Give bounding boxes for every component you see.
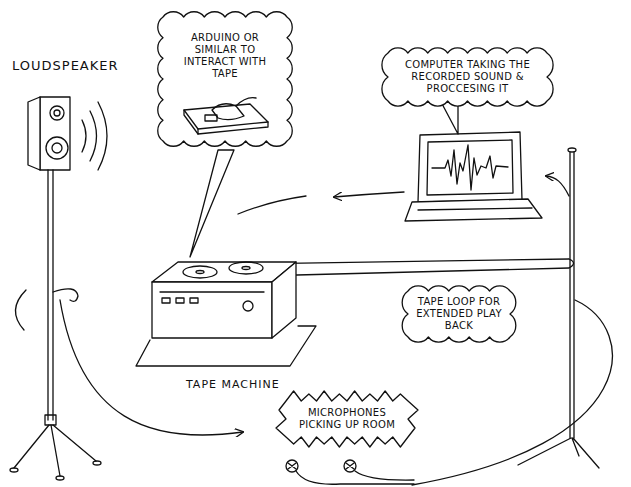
bubble-tail: [190, 150, 234, 257]
bubble-text: COMPUTER TAKING THE RECORDED SOUND & PRO…: [395, 59, 540, 95]
control-line: [238, 196, 306, 214]
laptop: [405, 132, 542, 221]
part-label: LOUDSPEAKER: [12, 58, 119, 73]
part-label: TAPE MACHINE: [186, 378, 280, 391]
microphones: [286, 460, 414, 484]
thought-bubble: TAPE LOOP FOR EXTENDED PLAY BACK: [405, 288, 513, 340]
bubble-text: TAPE LOOP FOR EXTENDED PLAY BACK: [413, 296, 505, 332]
thought-bubble: COMPUTER TAKING THE RECORDED SOUND & PRO…: [385, 50, 550, 104]
bubble-outline-path: [382, 48, 553, 106]
starburst-callout: MICROPHONES PICKING UP ROOM: [283, 398, 411, 440]
bubble-outline-path: [402, 286, 516, 342]
bubble-outline-path: [276, 391, 418, 447]
bubble-text: ARDUINO OR SIMILAR TO INTERACT WITH TAPE: [172, 32, 278, 80]
tape-machine: [136, 262, 316, 366]
thought-bubble: ARDUINO OR SIMILAR TO INTERACT WITH TAPE: [160, 14, 290, 144]
signal-arrow: [334, 192, 404, 197]
arduino-board: [184, 98, 268, 134]
bubble-outline-path: [158, 12, 292, 146]
bubble-text: MICROPHONES PICKING UP ROOM: [293, 407, 401, 431]
